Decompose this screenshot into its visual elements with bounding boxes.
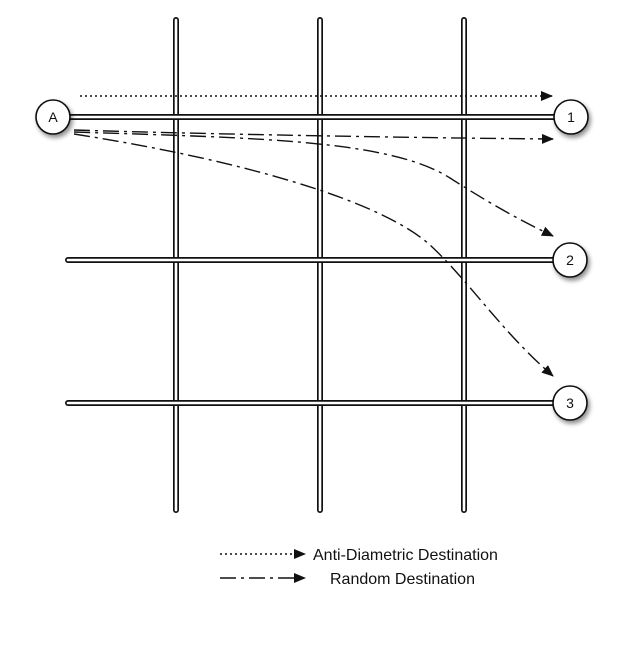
node-3-label: 3 [566, 395, 574, 411]
node-1: 1 [553, 99, 589, 135]
legend-random-label: Random Destination [330, 571, 475, 588]
random-route-arrow-3 [73, 133, 554, 377]
node-a: A [35, 99, 71, 135]
routes [73, 91, 554, 377]
legend: Anti-Diametric Destination Random Destin… [220, 547, 498, 588]
node-a-label: A [48, 109, 58, 125]
node-1-label: 1 [567, 109, 575, 125]
node-3: 3 [552, 385, 588, 421]
random-route-arrow-1 [73, 129, 554, 144]
grid-vertical-lines [173, 17, 467, 513]
grid-horizontal-lines [65, 114, 556, 406]
legend-anti-diametric-label: Anti-Diametric Destination [313, 547, 498, 564]
node-2: 2 [552, 242, 588, 278]
random-route-arrow-2 [73, 131, 554, 237]
node-2-label: 2 [566, 252, 574, 268]
